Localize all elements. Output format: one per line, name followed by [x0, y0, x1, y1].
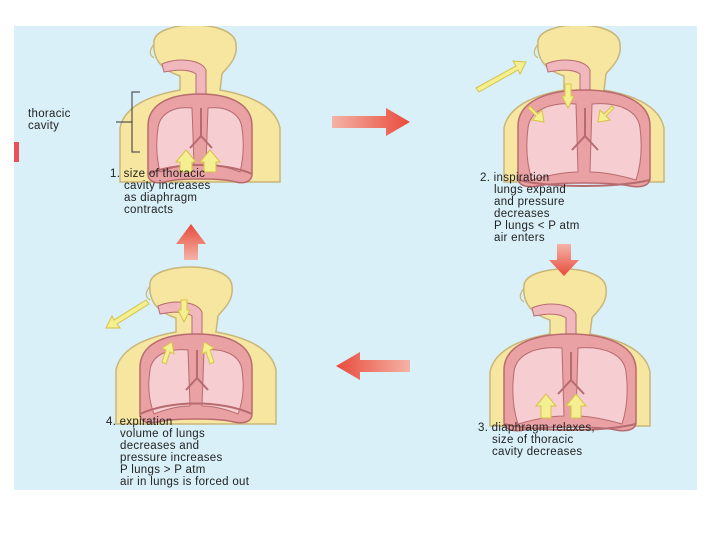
step-2-caption: 2. inspiration lungs expand and pressure…	[480, 172, 580, 244]
step-2-line: 2. inspiration	[480, 172, 550, 184]
panel-4-air-arrows	[105, 299, 216, 365]
arrow-right-1-to-2	[332, 108, 410, 136]
step-2-line: air enters	[494, 232, 545, 244]
thoracic-bracket	[116, 91, 140, 153]
label-thoracic: thoracic	[28, 108, 71, 120]
label-cavity: cavity	[28, 120, 60, 132]
step-1-line: contracts	[124, 204, 174, 216]
step-2-line: decreases	[494, 208, 550, 220]
panel-2-torso	[503, 26, 665, 188]
step-3-caption: 3. diaphragm relaxes, size of thoracic c…	[478, 422, 595, 458]
step-4-line: volume of lungs	[120, 428, 206, 440]
panel-1-diaphragm-arrows	[174, 149, 222, 173]
diagram-artwork	[105, 26, 665, 432]
step-2-line: lungs expand	[494, 184, 567, 196]
step-3-line: cavity decreases	[492, 446, 583, 458]
arrow-up-4-to-1	[176, 224, 206, 260]
step-1-line: as diaphragm	[124, 192, 198, 204]
thoracic-cavity-label: thoracic cavity	[28, 108, 71, 132]
arrow-down-2-to-3	[549, 244, 579, 276]
panel-1-torso	[119, 26, 281, 184]
step-4-line: pressure increases	[120, 452, 223, 464]
step-4-line: 4. expiration	[106, 416, 173, 428]
step-4-line: decreases and	[120, 440, 200, 452]
step-4-line: air in lungs is forced out	[120, 476, 250, 488]
respiration-diagram: thoracic cavity 1. size of thoracic cavi…	[14, 26, 697, 490]
red-edge-mark	[14, 142, 19, 162]
step-1-caption: 1. size of thoracic cavity increases as …	[110, 168, 211, 216]
panel-4-torso	[115, 266, 277, 425]
panel-3-torso	[489, 268, 651, 432]
step-4-line: P lungs > P atm	[120, 464, 206, 476]
step-3-line: size of thoracic	[492, 434, 574, 446]
panel-2-air-arrows	[475, 60, 615, 123]
step-4-caption: 4. expiration volume of lungs decreases …	[106, 416, 249, 488]
panel-3-diaphragm-arrows	[534, 393, 588, 419]
step-1-line: cavity increases	[124, 180, 211, 192]
arrow-left-3-to-4	[336, 352, 410, 380]
step-2-line: P lungs < P atm	[494, 220, 580, 232]
step-2-line: and pressure	[494, 196, 565, 208]
step-1-line: 1. size of thoracic	[110, 168, 206, 180]
step-3-line: 3. diaphragm relaxes,	[478, 422, 595, 434]
